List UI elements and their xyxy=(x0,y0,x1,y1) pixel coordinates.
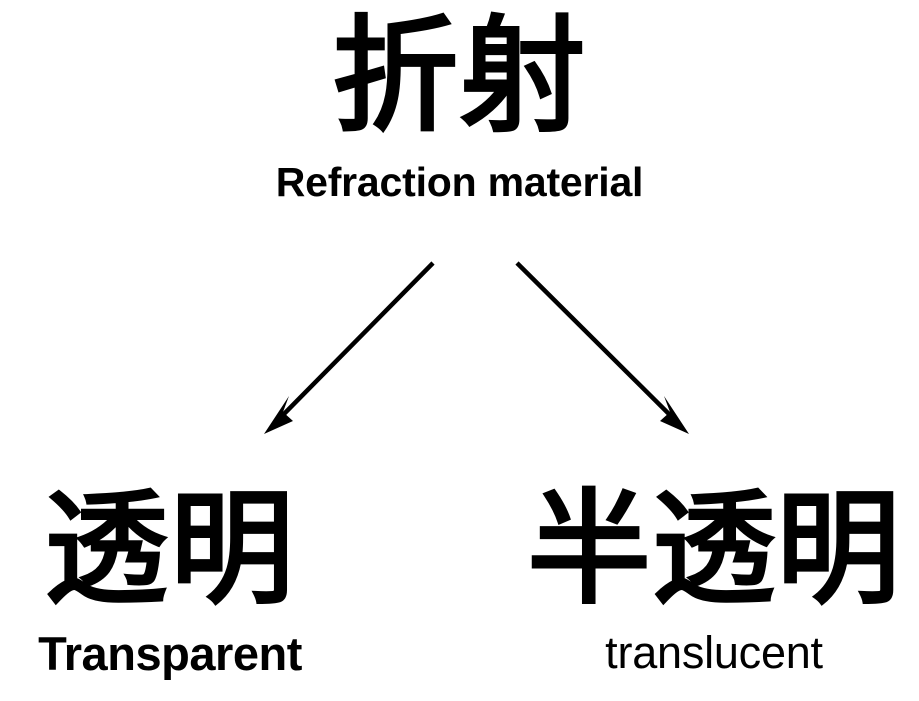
root-node-cjk-title: 折射 xyxy=(332,3,587,150)
arrow-left-shaft xyxy=(278,261,435,420)
leaf-node-translucent: 半透明 translucent xyxy=(518,488,910,675)
root-node: 折射 Refraction material xyxy=(0,0,919,203)
arrow-right-head-icon xyxy=(660,396,689,434)
root-node-latin-label: Refraction material xyxy=(275,159,644,205)
arrow-left-head-icon xyxy=(264,396,293,434)
leaf-node-transparent-latin-label: Transparent xyxy=(38,627,302,680)
leaf-node-translucent-cjk-title: 半透明 xyxy=(527,478,901,622)
leaf-node-transparent-cjk-title: 透明 xyxy=(44,478,296,622)
leaf-node-transparent: 透明 Transparent xyxy=(10,488,330,677)
arrow-to-transparent xyxy=(264,261,435,434)
leaf-node-translucent-latin-label: translucent xyxy=(605,627,823,678)
arrow-to-translucent xyxy=(515,261,689,434)
arrow-right-shaft xyxy=(515,261,675,420)
